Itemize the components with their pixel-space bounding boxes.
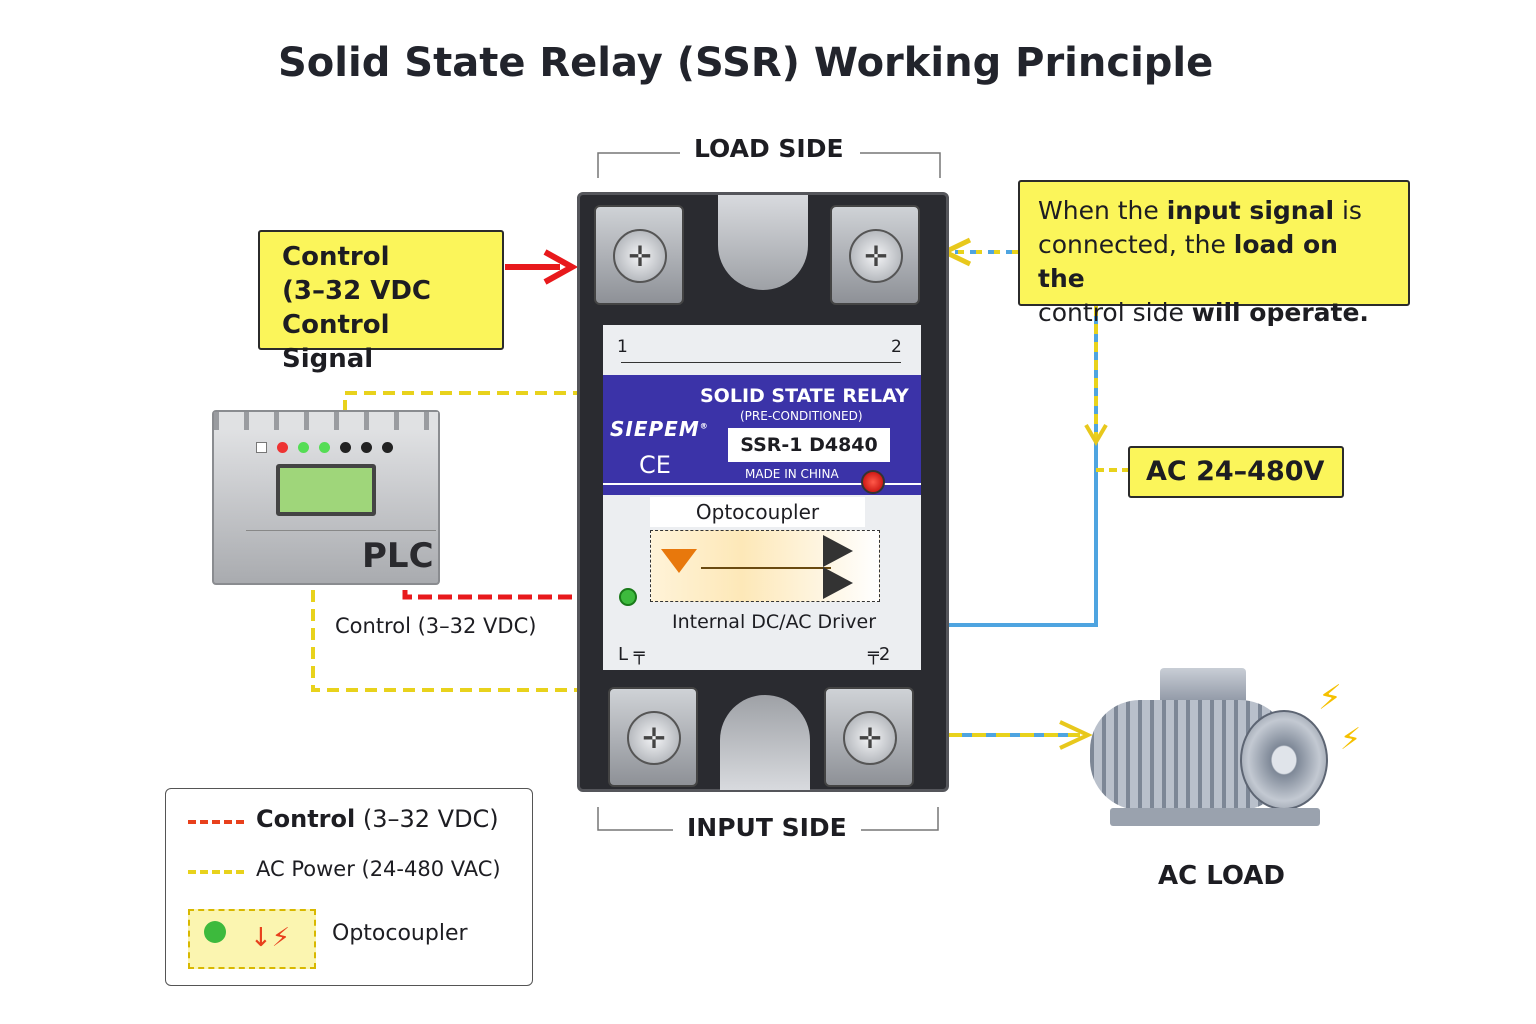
led-green-icon — [298, 442, 309, 453]
ac-motor — [1090, 668, 1328, 826]
legend: Control (3–32 VDC) AC Power (24-480 VAC)… — [165, 788, 533, 986]
motor-junction-box — [1160, 668, 1246, 704]
lightning-icon: ⚡ — [1340, 722, 1362, 757]
info-text: input signal — [1166, 196, 1335, 225]
input-side-label: INPUT SIDE — [673, 813, 861, 842]
info-text: will operate. — [1191, 298, 1369, 327]
pin-line — [621, 362, 901, 363]
info-text: load on the — [1038, 230, 1338, 293]
plc-screen — [276, 464, 376, 516]
plc-front-panel — [246, 530, 436, 582]
origin-label: MADE IN CHINA — [745, 467, 839, 481]
info-text: is — [1334, 196, 1362, 225]
ac-feed-line — [940, 306, 1098, 627]
plc-ac-line — [343, 391, 655, 412]
mounting-notch — [718, 195, 808, 290]
brand-logo: SIEPEM® — [610, 417, 709, 441]
led-green-icon — [319, 442, 330, 453]
page-title: Solid State Relay (SSR) Working Principl… — [278, 40, 1214, 86]
knob-icon — [361, 442, 372, 453]
legend-optocoupler-label: Optocoupler — [332, 921, 468, 946]
pin-1-label: 1 — [617, 337, 628, 357]
driver-label: Internal DC/AC Driver — [672, 611, 876, 633]
top-left-terminal: ✛ — [594, 205, 684, 305]
led-red-icon — [277, 442, 288, 453]
ground-right-label: 2 — [878, 644, 891, 665]
diode-icon — [823, 535, 853, 567]
mounting-hole — [720, 695, 810, 790]
legend-control-bold: Control — [256, 805, 356, 833]
load-arrowhead — [1059, 720, 1093, 750]
info-callout: When the input signal is connected, the … — [1018, 180, 1410, 327]
indicator-square-icon — [256, 442, 267, 453]
control-signal-line — [402, 590, 605, 600]
voltage-callout: AC 24–480V — [1128, 446, 1344, 498]
legend-control-label: Control (3–32 VDC) — [256, 805, 499, 833]
control-callout: Control (3–32 VDC Control Signal — [258, 230, 504, 374]
optocoupler-circuit — [650, 530, 880, 602]
lightning-icon: ⚡ — [1318, 678, 1342, 718]
screw-icon: ✛ — [849, 229, 903, 283]
ground-right: ╤2 — [868, 644, 891, 665]
knob-icon — [340, 442, 351, 453]
screw-icon: ✛ — [613, 229, 667, 283]
info-text: When the — [1038, 196, 1167, 225]
bottom-left-terminal: ✛ — [608, 687, 698, 787]
led-triangle-icon — [661, 549, 697, 573]
legend-ac-label: AC Power (24-480 VAC) — [256, 857, 501, 881]
ac-feed-arrowhead — [1084, 423, 1108, 446]
legend-optocoupler-swatch: ↓⚡ — [188, 909, 316, 969]
input-terminal-icon — [204, 921, 226, 943]
legend-ac-swatch — [188, 870, 244, 874]
status-led-icon — [861, 470, 885, 494]
info-text: connected, the — [1038, 230, 1234, 259]
motor-base — [1110, 808, 1320, 826]
resistor-line — [701, 567, 831, 569]
relay-heading: SOLID STATE RELAY — [700, 385, 909, 407]
plc-label: PLC — [362, 536, 434, 576]
top-right-terminal: ✛ — [830, 205, 920, 305]
ac-load-label: AC LOAD — [1158, 861, 1286, 891]
ground-left: L ╤ — [618, 644, 645, 665]
load-side-label: LOAD SIDE — [680, 134, 858, 163]
nameplate-divider — [603, 483, 921, 485]
plc-indicators — [256, 442, 393, 453]
screw-icon: ✛ — [627, 711, 681, 765]
info-text: control side — [1038, 298, 1192, 327]
plc-vents — [214, 412, 438, 430]
registered-mark: ® — [699, 421, 709, 431]
relay-subheading: (PRE-CONDITIONED) — [740, 409, 863, 423]
bottom-right-terminal: ✛ — [824, 687, 914, 787]
control-callout-line: Control — [282, 242, 390, 272]
legend-control-swatch — [188, 820, 244, 824]
knob-icon — [382, 442, 393, 453]
input-terminal-icon — [619, 588, 637, 606]
load-side-bracket — [597, 152, 941, 178]
optocoupler-label: Optocoupler — [650, 497, 865, 527]
pin-2-label: 2 — [891, 337, 902, 357]
ce-mark: CE — [639, 451, 671, 479]
optocoupler-arrow-icon: ↓⚡ — [250, 923, 291, 953]
relay-nameplate: SOLID STATE RELAY (PRE-CONDITIONED) SIEP… — [603, 375, 921, 495]
brand-name: SIEPEM — [610, 417, 700, 441]
plc-device: PLC — [212, 410, 440, 585]
model-number: SSR-1 D4840 — [728, 428, 890, 462]
diode-icon — [823, 567, 853, 599]
control-callout-line: (3–32 VDC — [282, 276, 431, 306]
ground-left-label: L — [618, 644, 629, 665]
control-arrowhead — [543, 249, 579, 285]
plc-control-label: Control (3–32 VDC) — [335, 614, 537, 638]
legend-control-range: (3–32 VDC) — [355, 805, 499, 833]
plc-return-line — [311, 590, 605, 692]
control-callout-line: Control Signal — [282, 310, 390, 374]
screw-icon: ✛ — [843, 711, 897, 765]
input-side-bracket — [597, 807, 939, 831]
motor-fan-cover — [1240, 710, 1328, 810]
